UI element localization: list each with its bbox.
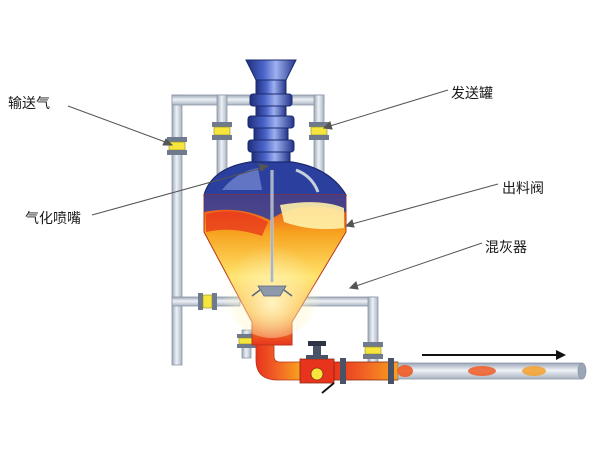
inlet-tower bbox=[245, 59, 297, 167]
nozzle-head bbox=[257, 285, 287, 297]
conveying-air-valve bbox=[167, 137, 187, 155]
mixer bbox=[333, 358, 399, 384]
discharge-valve bbox=[299, 341, 335, 384]
label-aeration-nozzle: 气化喷嘴 bbox=[25, 211, 81, 227]
lower-left-valve bbox=[198, 293, 217, 310]
send-tank bbox=[203, 59, 348, 346]
conveying-line bbox=[255, 341, 587, 384]
arrow-right-icon bbox=[422, 350, 566, 360]
label-mixer: 混灰器 bbox=[485, 240, 527, 256]
valve-pointer bbox=[321, 382, 335, 394]
leader-lines bbox=[67, 89, 499, 290]
label-send-tank: 发送罐 bbox=[451, 86, 493, 102]
lower-right-valve bbox=[363, 342, 383, 359]
tank-left-valve bbox=[212, 122, 232, 140]
label-conveying-air: 输送气 bbox=[8, 96, 50, 112]
air-valves bbox=[167, 122, 383, 359]
label-discharge-valve: 出料阀 bbox=[502, 181, 544, 197]
tank-right-valve bbox=[309, 122, 329, 140]
